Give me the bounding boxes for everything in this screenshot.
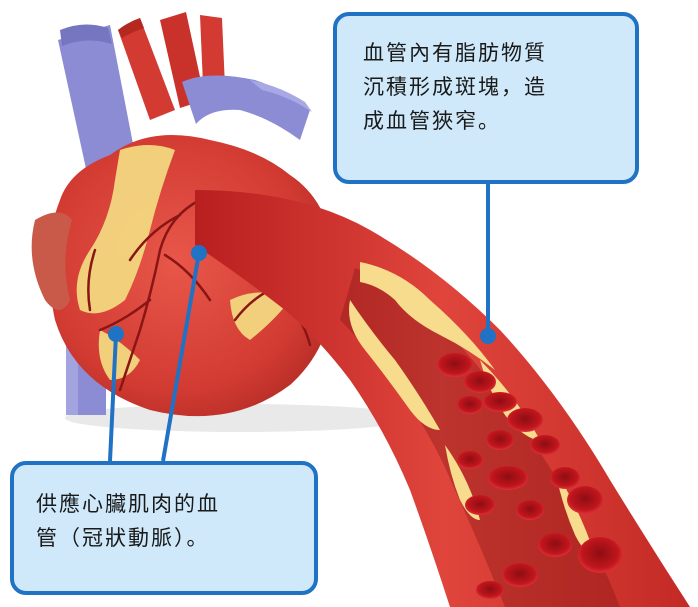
coronary-marker-dot-2: [108, 326, 124, 342]
coronary-artery-callout: 供應心臟肌肉的血 管（冠狀動脈）。: [10, 461, 318, 595]
coronary-marker-dot: [191, 245, 207, 261]
pulmonary-artery: [182, 75, 310, 140]
plaque-callout: 血管內有脂肪物質 沉積形成斑塊，造 成血管狹窄。: [333, 12, 639, 184]
plaque-marker-dot: [480, 328, 496, 344]
